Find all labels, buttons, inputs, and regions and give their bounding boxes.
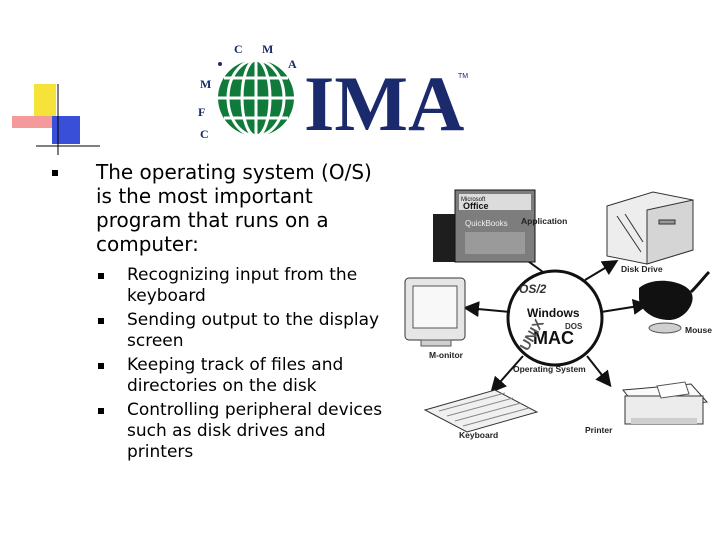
ring-letter-f: F xyxy=(198,105,205,119)
sub-bullet-text: Keeping track of files and directories o… xyxy=(127,355,344,396)
ring-letter-a: A xyxy=(288,57,297,71)
arrow-monitor xyxy=(463,301,511,318)
printer-label: Printer xyxy=(585,425,613,435)
sub-bullet: Recognizing input from the keyboard xyxy=(94,265,397,307)
globe-icon xyxy=(218,58,294,138)
bullet-marker xyxy=(98,318,104,324)
quickbooks-text: QuickBooks xyxy=(465,219,508,228)
keyboard-icon xyxy=(423,389,539,433)
blue-block xyxy=(52,116,80,144)
logo-brand-text: IMA xyxy=(304,60,464,147)
mouse-label: Mouse xyxy=(685,325,712,335)
sub-bullet-text: Sending output to the display screen xyxy=(127,310,380,351)
keyboard-label: Keyboard xyxy=(459,430,498,440)
corner-decoration xyxy=(12,84,100,155)
ring-letter-m1: M xyxy=(200,77,211,91)
arrow-printer xyxy=(586,355,612,388)
windows-label: Windows xyxy=(527,306,580,320)
os2-label: OS/2 xyxy=(519,282,547,296)
disk-drive-icon xyxy=(606,191,694,265)
main-bullet: The operating system (O/S) is the most i… xyxy=(52,160,372,256)
printer-icon xyxy=(622,381,709,425)
arrow-mouse xyxy=(600,298,649,315)
arrow-disk-drive xyxy=(584,259,619,281)
application-label: Application xyxy=(521,216,567,226)
bullet-marker xyxy=(98,273,104,279)
microsoft-text: Microsoft xyxy=(461,197,486,203)
sub-bullet: Sending output to the display screen xyxy=(94,310,397,352)
os-caption: Operating System xyxy=(513,364,586,374)
ring-letter-m2: M xyxy=(262,42,273,56)
sub-bullet-list: Recognizing input from the keyboard Send… xyxy=(94,265,382,463)
mouse-icon xyxy=(639,270,711,334)
monitor-icon xyxy=(404,277,466,347)
os-circle xyxy=(506,269,604,367)
ima-logo: C F M C M A IMA TM xyxy=(198,42,468,147)
os-names: OS/2 Windows MAC UNIX DOS xyxy=(516,282,583,353)
os-diagram: OS/2 Windows MAC UNIX DOS Operating Syst… xyxy=(404,189,712,440)
monitor-label: M-onitor xyxy=(429,350,464,360)
ring-letters: C F M C M A xyxy=(198,42,297,141)
bullet-list: The operating system (O/S) is the most i… xyxy=(52,160,382,466)
ring-letter-c2: C xyxy=(234,42,243,56)
arrow-keyboard xyxy=(490,355,524,393)
disk-drive-label: Disk Drive xyxy=(621,264,663,274)
bullet-marker xyxy=(52,170,58,176)
sub-bullet: Keeping track of files and directories o… xyxy=(94,355,397,397)
yellow-block xyxy=(34,84,56,120)
office-text: Office xyxy=(463,201,489,211)
trademark-symbol: TM xyxy=(458,73,468,80)
bullet-marker xyxy=(98,408,104,414)
main-bullet-text: The operating system (O/S) is the most i… xyxy=(96,160,372,256)
sub-bullet-text: Recognizing input from the keyboard xyxy=(127,265,358,306)
sub-bullet: Controlling peripheral devices such as d… xyxy=(94,400,397,463)
ring-letter-c1: C xyxy=(200,127,209,141)
dos-label: DOS xyxy=(565,322,583,331)
bullet-marker xyxy=(98,363,104,369)
mac-label: MAC xyxy=(533,328,574,348)
software-box-icon: Microsoft Office QuickBooks xyxy=(433,189,536,263)
red-block xyxy=(12,116,52,128)
sub-bullet-text: Controlling peripheral devices such as d… xyxy=(127,400,383,462)
